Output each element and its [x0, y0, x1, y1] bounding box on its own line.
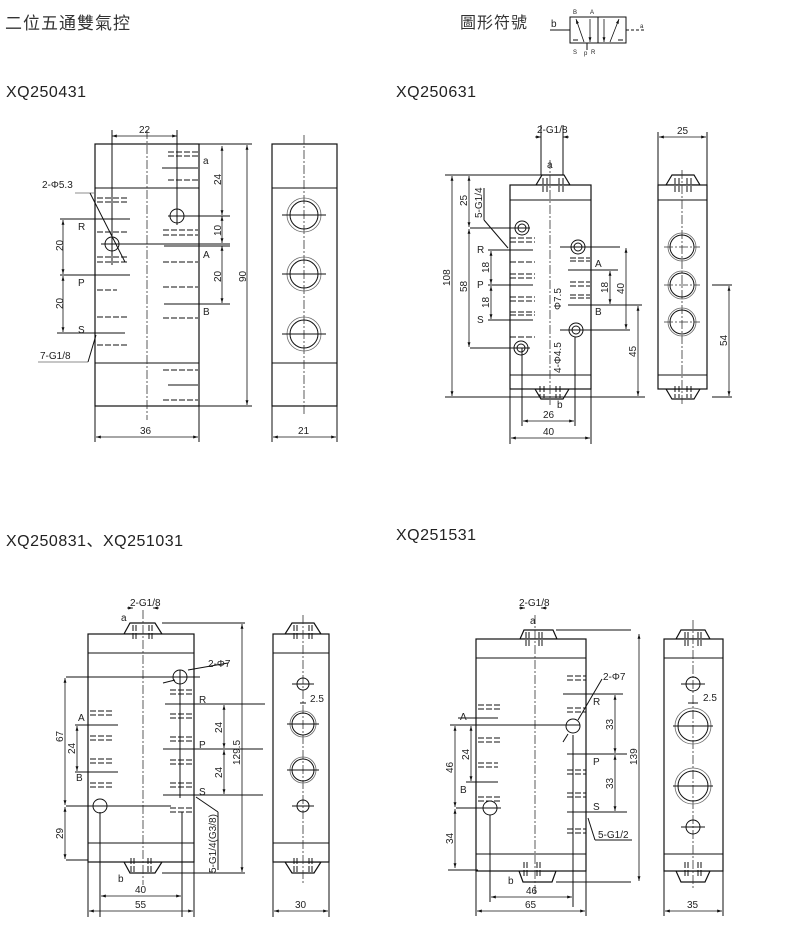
port-R: R: [593, 697, 600, 708]
port-a: a: [547, 160, 553, 171]
port-S: S: [199, 787, 206, 798]
label-phi: Φ7.5: [553, 288, 564, 310]
label-hole: 2-Φ7: [603, 672, 626, 683]
symbol-P: p: [584, 51, 588, 57]
label-port: 5-G1/4(G3/8): [208, 814, 219, 873]
port-R: R: [199, 695, 206, 706]
dim-20-left-a: 20: [55, 239, 66, 251]
symbol-A: A: [590, 10, 594, 16]
dim-108: 108: [442, 269, 453, 286]
port-R: R: [477, 245, 484, 256]
dim-36: 36: [140, 426, 152, 437]
port-B: B: [595, 307, 602, 318]
label-hole: 2-Φ5.3: [42, 180, 73, 191]
dim-40: 40: [135, 885, 147, 896]
port-A: A: [203, 250, 210, 261]
dim-10: 10: [213, 224, 224, 236]
port-b: b: [557, 400, 563, 411]
dim-40: 40: [543, 427, 555, 438]
dim-55: 55: [135, 900, 147, 911]
dim-129-5: 129.5: [232, 740, 243, 765]
dim-90: 90: [238, 270, 249, 282]
symbol-S: S: [573, 50, 577, 56]
port-b: b: [508, 876, 514, 887]
symbol-label: 圖形符號: [460, 15, 529, 32]
dim-24-right-a: 24: [214, 721, 225, 733]
dim-20-left-b: 20: [55, 297, 66, 309]
label-hole: 2-Φ7: [208, 659, 231, 670]
dim-45: 45: [628, 345, 639, 357]
port-A: A: [78, 713, 85, 724]
dim-46-left: 46: [445, 761, 456, 773]
port-a: a: [530, 616, 536, 627]
port-P: P: [199, 740, 206, 751]
port-R: R: [78, 222, 85, 233]
dim-34: 34: [445, 832, 456, 844]
label-pilot: 2-G1/8: [537, 125, 568, 136]
dim-65: 65: [525, 900, 537, 911]
dim-139: 139: [629, 748, 640, 765]
dim-67: 67: [55, 730, 66, 742]
dim-25: 25: [459, 194, 470, 206]
port-A: A: [460, 712, 467, 723]
dim-21: 21: [298, 426, 310, 437]
symbol-R: R: [591, 50, 596, 56]
symbol-b: b: [551, 19, 557, 30]
dim-18-a: 18: [481, 261, 492, 273]
dim-18-right: 18: [600, 281, 611, 293]
dim-58: 58: [459, 280, 470, 292]
page-title: 二位五通雙氣控: [5, 14, 131, 33]
port-P: P: [78, 278, 85, 289]
port-S: S: [78, 325, 85, 336]
dim-25-side: 25: [677, 126, 689, 137]
port-a: a: [203, 156, 209, 167]
model-title-4: XQ251531: [396, 527, 477, 544]
dim-30: 30: [295, 900, 307, 911]
dim-24: 24: [213, 173, 224, 185]
dim-33-a: 33: [605, 718, 616, 730]
label-port: 7-G1/8: [40, 351, 71, 362]
dim-24-left: 24: [67, 742, 78, 754]
dim-18-b: 18: [481, 296, 492, 308]
drawing-xq250831: 2-G1/8 a b 2-Φ7 R P S A B 5-G1/4(G3/8) 6…: [55, 598, 330, 917]
dim-22: 22: [139, 125, 151, 136]
dim-54: 54: [719, 334, 730, 346]
dim-35: 35: [687, 900, 699, 911]
port-A: A: [595, 259, 602, 270]
symbol-a: a: [640, 24, 644, 30]
port-P: P: [593, 757, 600, 768]
port-P: P: [477, 280, 484, 291]
port-S: S: [477, 315, 484, 326]
dim-40-right: 40: [616, 282, 627, 294]
dim-20-right: 20: [213, 270, 224, 282]
label-port: 5-G1/2: [598, 830, 629, 841]
label-pilot: 2-G1/8: [519, 598, 550, 609]
drawing-xq250431: 22 2-Φ5.3 7-G1/8 R P S A B a 24 10 20 90…: [38, 125, 338, 442]
drawing-xq250631: 2-G1/8 a b 5-G1/4 25 108 58 18 18 R P S …: [442, 125, 732, 444]
dim-24: 24: [461, 748, 472, 760]
model-title-3: XQ250831、XQ251031: [6, 533, 184, 550]
label-pilot: 2-G1/8: [130, 598, 161, 609]
port-a: a: [121, 613, 127, 624]
label-port: 5-G1/4: [474, 187, 485, 218]
port-S: S: [593, 802, 600, 813]
dim-46: 46: [526, 886, 538, 897]
symbol-B: B: [573, 10, 577, 16]
dim-29: 29: [55, 827, 66, 839]
dim-26: 26: [543, 410, 555, 421]
port-B: B: [203, 307, 210, 318]
model-title-2: XQ250631: [396, 84, 477, 101]
model-title-1: XQ250431: [6, 84, 87, 101]
dim-24-right-b: 24: [214, 766, 225, 778]
drawing-xq251531: 2-G1/8 a b 2-Φ7 R P S A B 5-G1/2 139 33 …: [445, 598, 724, 916]
dim-33-b: 33: [605, 777, 616, 789]
valve-symbol: B A b a S p R: [550, 10, 645, 57]
label-holes: 4-Φ4.5: [553, 342, 564, 373]
port-b: b: [118, 874, 124, 885]
port-B: B: [76, 773, 83, 784]
dim-2-5: 2.5: [310, 694, 324, 705]
port-B: B: [460, 785, 467, 796]
dim-2-5: 2.5: [703, 693, 717, 704]
